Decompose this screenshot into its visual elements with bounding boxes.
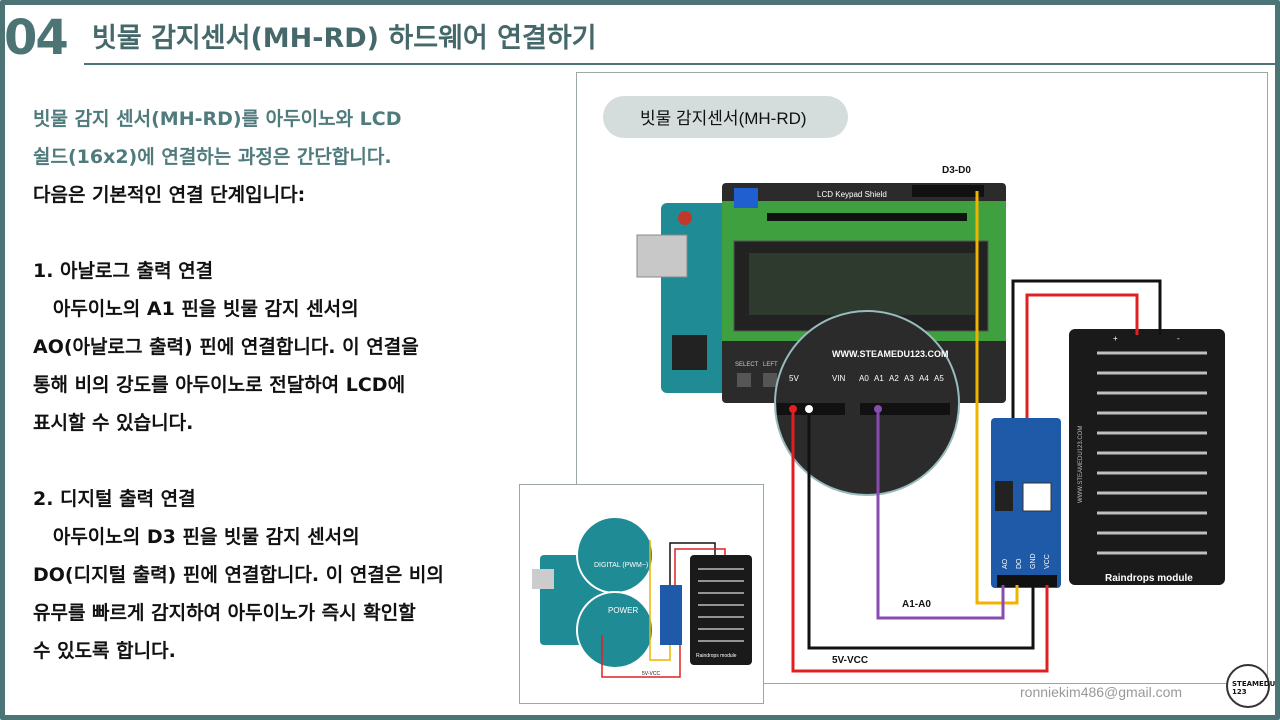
thumb-sensor bbox=[660, 585, 682, 645]
label-5v-vcc: 5V-VCC bbox=[832, 655, 868, 666]
step1-line-2: AO(아날로그 출력) 핀에 연결합니다. 이 연결을 bbox=[33, 336, 419, 358]
pin-label: A2 bbox=[889, 374, 899, 383]
intro-line-2: 쉴드(16x2)에 연결하는 과정은 간단합니다. bbox=[33, 146, 392, 168]
thumb-wires bbox=[601, 540, 726, 678]
header-pin-row bbox=[777, 403, 950, 415]
sensor-pin-labels: AO DO GND VCC bbox=[1002, 553, 1051, 569]
footer-email: ronniekim486@gmail.com bbox=[1020, 684, 1183, 700]
thumb-usb bbox=[532, 569, 554, 589]
contrast-potentiometer bbox=[734, 188, 758, 208]
wire-gnd bbox=[807, 413, 1035, 650]
slide-header: 04 빗물 감지센서(MH-RD) 하드웨어 연결하기 bbox=[0, 0, 1280, 68]
thumb-plate bbox=[690, 555, 752, 665]
lcd-screen bbox=[749, 253, 975, 315]
sensor-name-pill bbox=[603, 96, 848, 138]
wire-a1-ao bbox=[876, 413, 1005, 620]
raindrops-site-label: WWW.STEAMEDU123.COM bbox=[1078, 426, 1084, 503]
power-jack bbox=[672, 335, 707, 370]
btn-left-label: LEFT bbox=[763, 362, 778, 368]
sensor-name-pill-label: 빗물 감지센서(MH-RD) bbox=[640, 109, 807, 128]
pin-label: A5 bbox=[934, 374, 944, 383]
thumb-raindrops-label: Raindrops module bbox=[696, 653, 737, 659]
thumb-digital-label: DIGITAL (PWM~) bbox=[594, 562, 648, 569]
sensitivity-potentiometer bbox=[1022, 482, 1052, 512]
label-d3-d0: D3-D0 bbox=[942, 165, 971, 176]
thumbnail-svg: DIGITAL (PWM~) POWER Raindrops module 5V… bbox=[532, 516, 752, 678]
sensor-pin-label: AO bbox=[1002, 558, 1009, 569]
sensor-pin-label: DO bbox=[1016, 558, 1023, 569]
shield-header-pins bbox=[767, 185, 984, 221]
section-number-text: 04 bbox=[4, 10, 69, 66]
left-button bbox=[763, 373, 777, 387]
select-button bbox=[737, 373, 751, 387]
steamedu-logo bbox=[1226, 664, 1270, 708]
wire-plate-minus bbox=[1011, 279, 1162, 418]
shield-site-label: WWW.STEAMEDU123.COM bbox=[832, 349, 949, 359]
slide-title: 빗물 감지센서(MH-RD) 하드웨어 연결하기 bbox=[92, 23, 597, 54]
logo-text: STEAMEDU 123 bbox=[1232, 680, 1276, 696]
wiring-diagram: LCD Keypad Shield D3-D0 SELECT LEFT WWW.… bbox=[636, 165, 1225, 673]
step2-line-3: 유무를 빠르게 감지하여 아두이노가 즉시 확인할 bbox=[33, 602, 416, 624]
lcd-shield-label: LCD Keypad Shield bbox=[817, 190, 887, 199]
usb-port bbox=[636, 234, 688, 278]
pin-5v-label: 5V bbox=[789, 374, 799, 383]
title-divider bbox=[84, 63, 1275, 65]
thumb-zoom-top bbox=[576, 516, 654, 594]
thumb-power-label: POWER bbox=[608, 606, 638, 615]
section-number: 04 bbox=[4, 10, 69, 66]
wire-d3-do bbox=[975, 191, 1019, 605]
step1-line-3: 통해 비의 강도를 아두이노로 전달하여 LCD에 bbox=[33, 374, 406, 396]
analog-pin-labels: VIN A0 A1 A2 A3 A4 A5 bbox=[832, 374, 944, 383]
label-a1-a0: A1-A0 bbox=[902, 599, 931, 610]
intro-line-3: 다음은 기본적인 연결 단계입니다: bbox=[33, 184, 306, 206]
body-text: 빗물 감지 센서(MH-RD)를 아두이노와 LCD 쉴드(16x2)에 연결하… bbox=[33, 100, 523, 670]
wire-plate-plus bbox=[1025, 293, 1139, 418]
wire-5v-vcc bbox=[791, 413, 1049, 673]
thumb-plate-traces bbox=[698, 568, 744, 642]
step2-line-4: 수 있도록 합니다. bbox=[33, 640, 176, 662]
step1-line-1: 아두이노의 A1 핀을 빗물 감지 센서의 bbox=[33, 298, 359, 320]
thumbnail-diagram: DIGITAL (PWM~) POWER Raindrops module 5V… bbox=[519, 484, 764, 704]
wires bbox=[791, 191, 1162, 673]
pin-label: VIN bbox=[832, 374, 846, 383]
intro-line-1: 빗물 감지 센서(MH-RD)를 아두이노와 LCD bbox=[33, 108, 402, 130]
reset-button bbox=[678, 211, 692, 225]
plate-plus: + bbox=[1113, 334, 1118, 343]
plate-traces bbox=[1097, 351, 1207, 555]
btn-select-label: SELECT bbox=[735, 362, 759, 368]
sensor-pin-label: VCC bbox=[1044, 554, 1051, 569]
pin-label: A1 bbox=[874, 374, 884, 383]
step2-heading: 2. 디지털 출력 연결 bbox=[33, 488, 196, 510]
comparator-chip bbox=[995, 481, 1013, 511]
blank-line bbox=[33, 442, 523, 480]
blank-line bbox=[33, 214, 523, 252]
pin-label: A0 bbox=[859, 374, 869, 383]
raindrops-plate bbox=[1069, 329, 1225, 585]
pin-label: A3 bbox=[904, 374, 914, 383]
thumb-5v-vcc-label: 5V-VCC bbox=[642, 671, 660, 677]
sensor-pin-label: GND bbox=[1030, 553, 1037, 569]
thumb-zoom-bottom bbox=[576, 591, 654, 669]
step2-line-2: DO(디지털 출력) 핀에 연결합니다. 이 연결은 비의 bbox=[33, 564, 444, 586]
plate-minus: - bbox=[1177, 334, 1180, 343]
step1-line-4: 표시할 수 있습니다. bbox=[33, 412, 194, 434]
step1-heading: 1. 아날로그 출력 연결 bbox=[33, 260, 214, 282]
pin-label: A4 bbox=[919, 374, 929, 383]
sensor-pin-header bbox=[997, 575, 1057, 587]
raindrops-module-label: Raindrops module bbox=[1105, 573, 1193, 584]
step2-line-1: 아두이노의 D3 핀을 빗물 감지 센서의 bbox=[33, 526, 360, 548]
